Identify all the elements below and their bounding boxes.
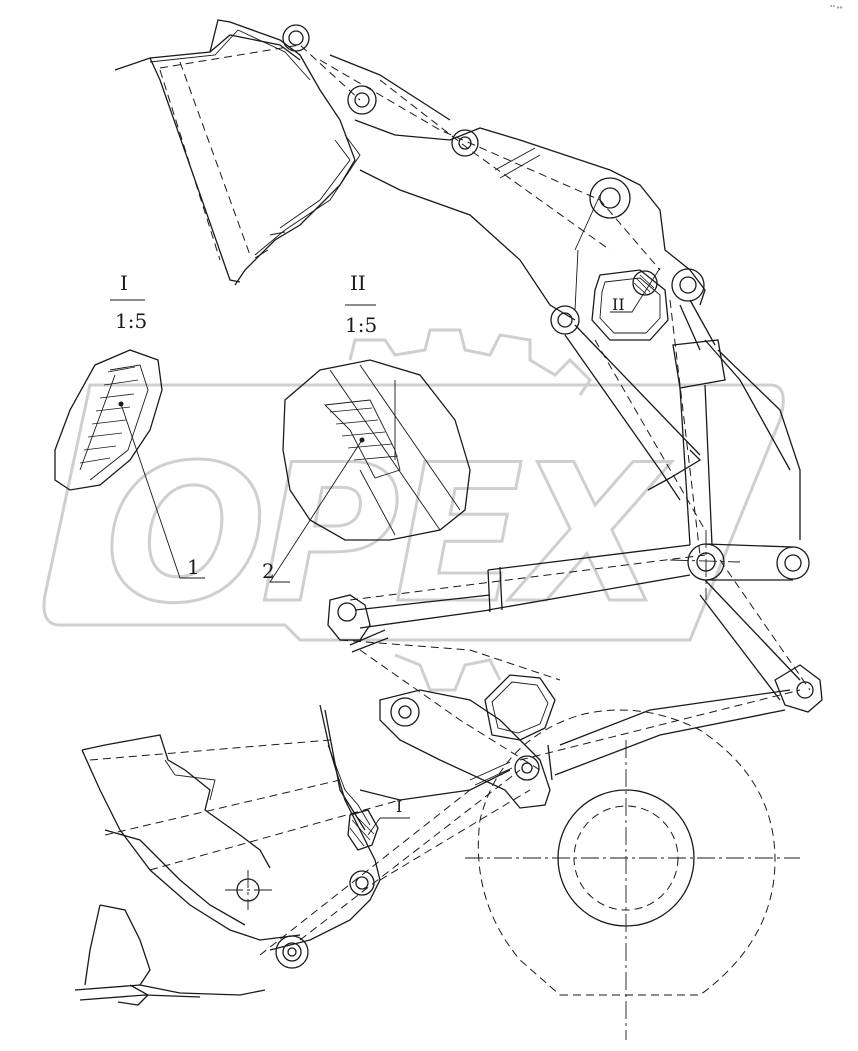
opex-watermark: OPEX (42, 328, 785, 692)
detail-1-scale-label: 1:5 (115, 309, 147, 333)
section-marker-II: II (612, 295, 625, 314)
callout-2-label: 2 (262, 559, 275, 583)
lowered-boom-arm (327, 594, 561, 809)
detail-1-roman-label: I (120, 271, 128, 295)
detail-2-scale-label: 1:5 (345, 313, 377, 337)
detail-view-I (54, 299, 205, 579)
detail-view-II (269, 304, 471, 583)
front-wheel (465, 709, 800, 1040)
detail-2-roman-label: II (350, 271, 366, 295)
raised-boom-arm (319, 54, 706, 341)
drawing-labels: I 1:5 II 1:5 1 2 II I °° »» (115, 5, 843, 836)
hydraulic-cylinders (349, 299, 823, 781)
raised-bucket (114, 19, 377, 286)
callout-1-label: 1 (187, 555, 200, 579)
lowered-bucket (74, 704, 531, 1006)
corner-mark: °° »» (830, 5, 843, 11)
section-marker-I: I (396, 797, 402, 816)
